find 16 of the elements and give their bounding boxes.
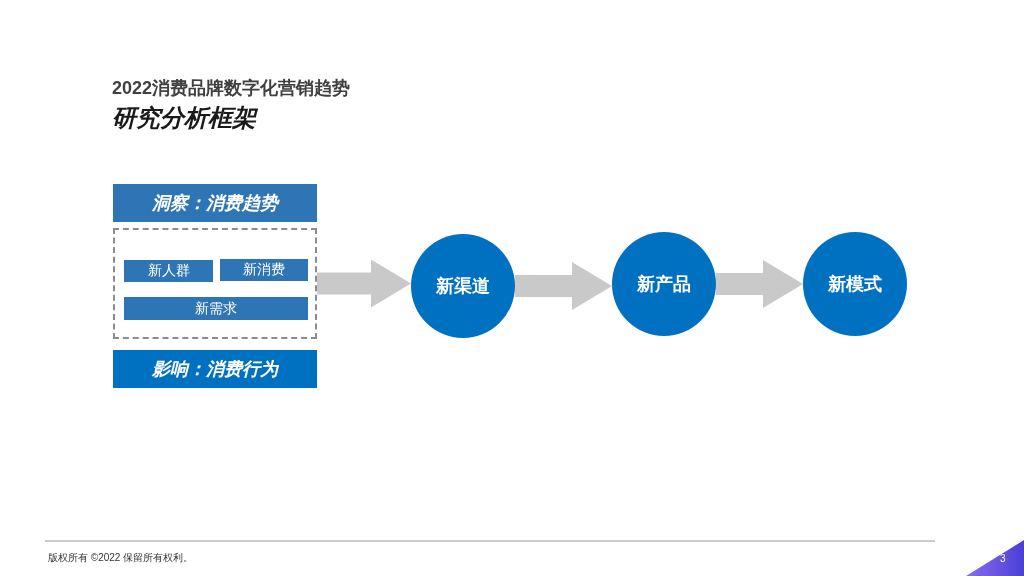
tag-box: 新人群 [124, 260, 213, 282]
circle-node: 新产品 [612, 232, 716, 336]
arrow [317, 259, 411, 308]
circle-node: 新渠道 [411, 234, 515, 338]
subtitle: 研究分析框架 [112, 103, 256, 133]
tag-box: 新需求 [124, 297, 308, 320]
circle-node: 新模式 [803, 232, 907, 336]
tag-box: 新消费 [220, 259, 308, 281]
copyright-note: 版权所有 ©2022 保留所有权利。 [48, 551, 194, 565]
page-number: 3 [1000, 553, 1006, 564]
arrow [515, 262, 612, 310]
arrow [716, 260, 803, 308]
heading-bar: 洞察：消费趋势 [113, 184, 317, 222]
dashed-frame [113, 228, 317, 339]
heading-bar: 影响：消费行为 [113, 350, 317, 388]
title: 2022消费品牌数字化营销趋势 [112, 77, 351, 100]
